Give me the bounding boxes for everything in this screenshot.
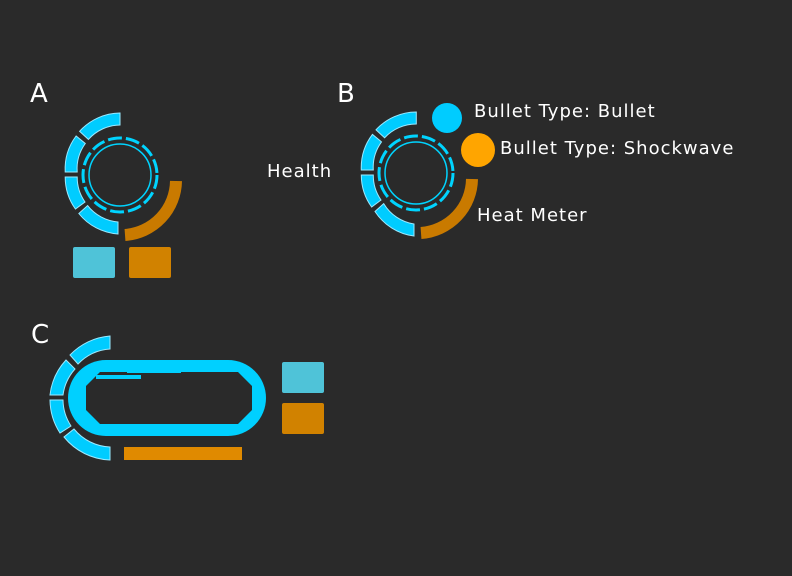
inner-reticle-a xyxy=(81,136,159,214)
bullet-type-bullet-label: Bullet Type: Bullet xyxy=(474,101,656,122)
capsule-display-c xyxy=(68,360,266,436)
bullet-type-indicator-a xyxy=(73,247,115,278)
health-segment xyxy=(69,335,111,365)
health-segment xyxy=(374,202,415,237)
health-segment xyxy=(360,174,382,208)
panel-label-c: C xyxy=(31,320,50,350)
panel-label-b: B xyxy=(337,79,355,109)
heat-meter-bar-c xyxy=(124,447,242,460)
health-segment xyxy=(375,111,417,139)
heat-meter-label: Heat Meter xyxy=(477,205,588,226)
shockwave-type-indicator-c xyxy=(282,403,324,434)
health-ring-a xyxy=(64,112,121,235)
panel-label-a: A xyxy=(30,79,48,109)
health-segment xyxy=(49,359,76,396)
health-segment xyxy=(63,428,111,461)
shockwave-type-dot xyxy=(461,133,495,167)
bullet-type-indicator-c xyxy=(282,362,324,393)
health-segment xyxy=(64,176,86,210)
health-segment xyxy=(360,133,383,171)
health-segment xyxy=(78,112,121,141)
health-segment xyxy=(64,135,86,173)
health-segment xyxy=(49,399,72,434)
health-segment xyxy=(78,204,119,235)
shockwave-type-indicator-a xyxy=(129,247,171,278)
health-ring-c xyxy=(49,335,111,461)
heat-meter-arc-b xyxy=(420,178,478,239)
inner-reticle-b xyxy=(377,134,455,212)
bullet-type-shockwave-label: Bullet Type: Shockwave xyxy=(500,138,735,159)
bullet-type-dot xyxy=(432,103,462,133)
heat-meter-arc-a xyxy=(124,180,182,241)
health-label: Health xyxy=(267,161,333,182)
health-ring-b xyxy=(360,111,417,237)
